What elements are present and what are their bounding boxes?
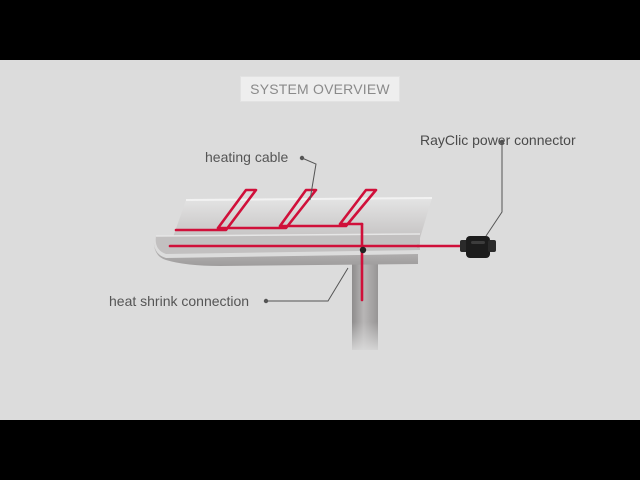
letterbox-top (0, 0, 640, 60)
power-connector-label: RayClic power connector (420, 132, 576, 148)
gutter (153, 197, 433, 266)
junction-point (359, 246, 367, 254)
letterbox-bottom (0, 420, 640, 480)
heat-shrink-label: heat shrink connection (109, 293, 250, 309)
heating-cable-label: heating cable (205, 149, 289, 165)
diagram-stage: SYSTEM OVERVIEW heating cable RayClic po… (0, 60, 640, 420)
system-illustration (153, 139, 505, 354)
rayclic-connector-icon (460, 236, 496, 258)
downpipe (348, 256, 382, 354)
leader-lines (266, 142, 503, 302)
section-title: SYSTEM OVERVIEW (240, 76, 400, 102)
heating-cable (168, 188, 464, 302)
